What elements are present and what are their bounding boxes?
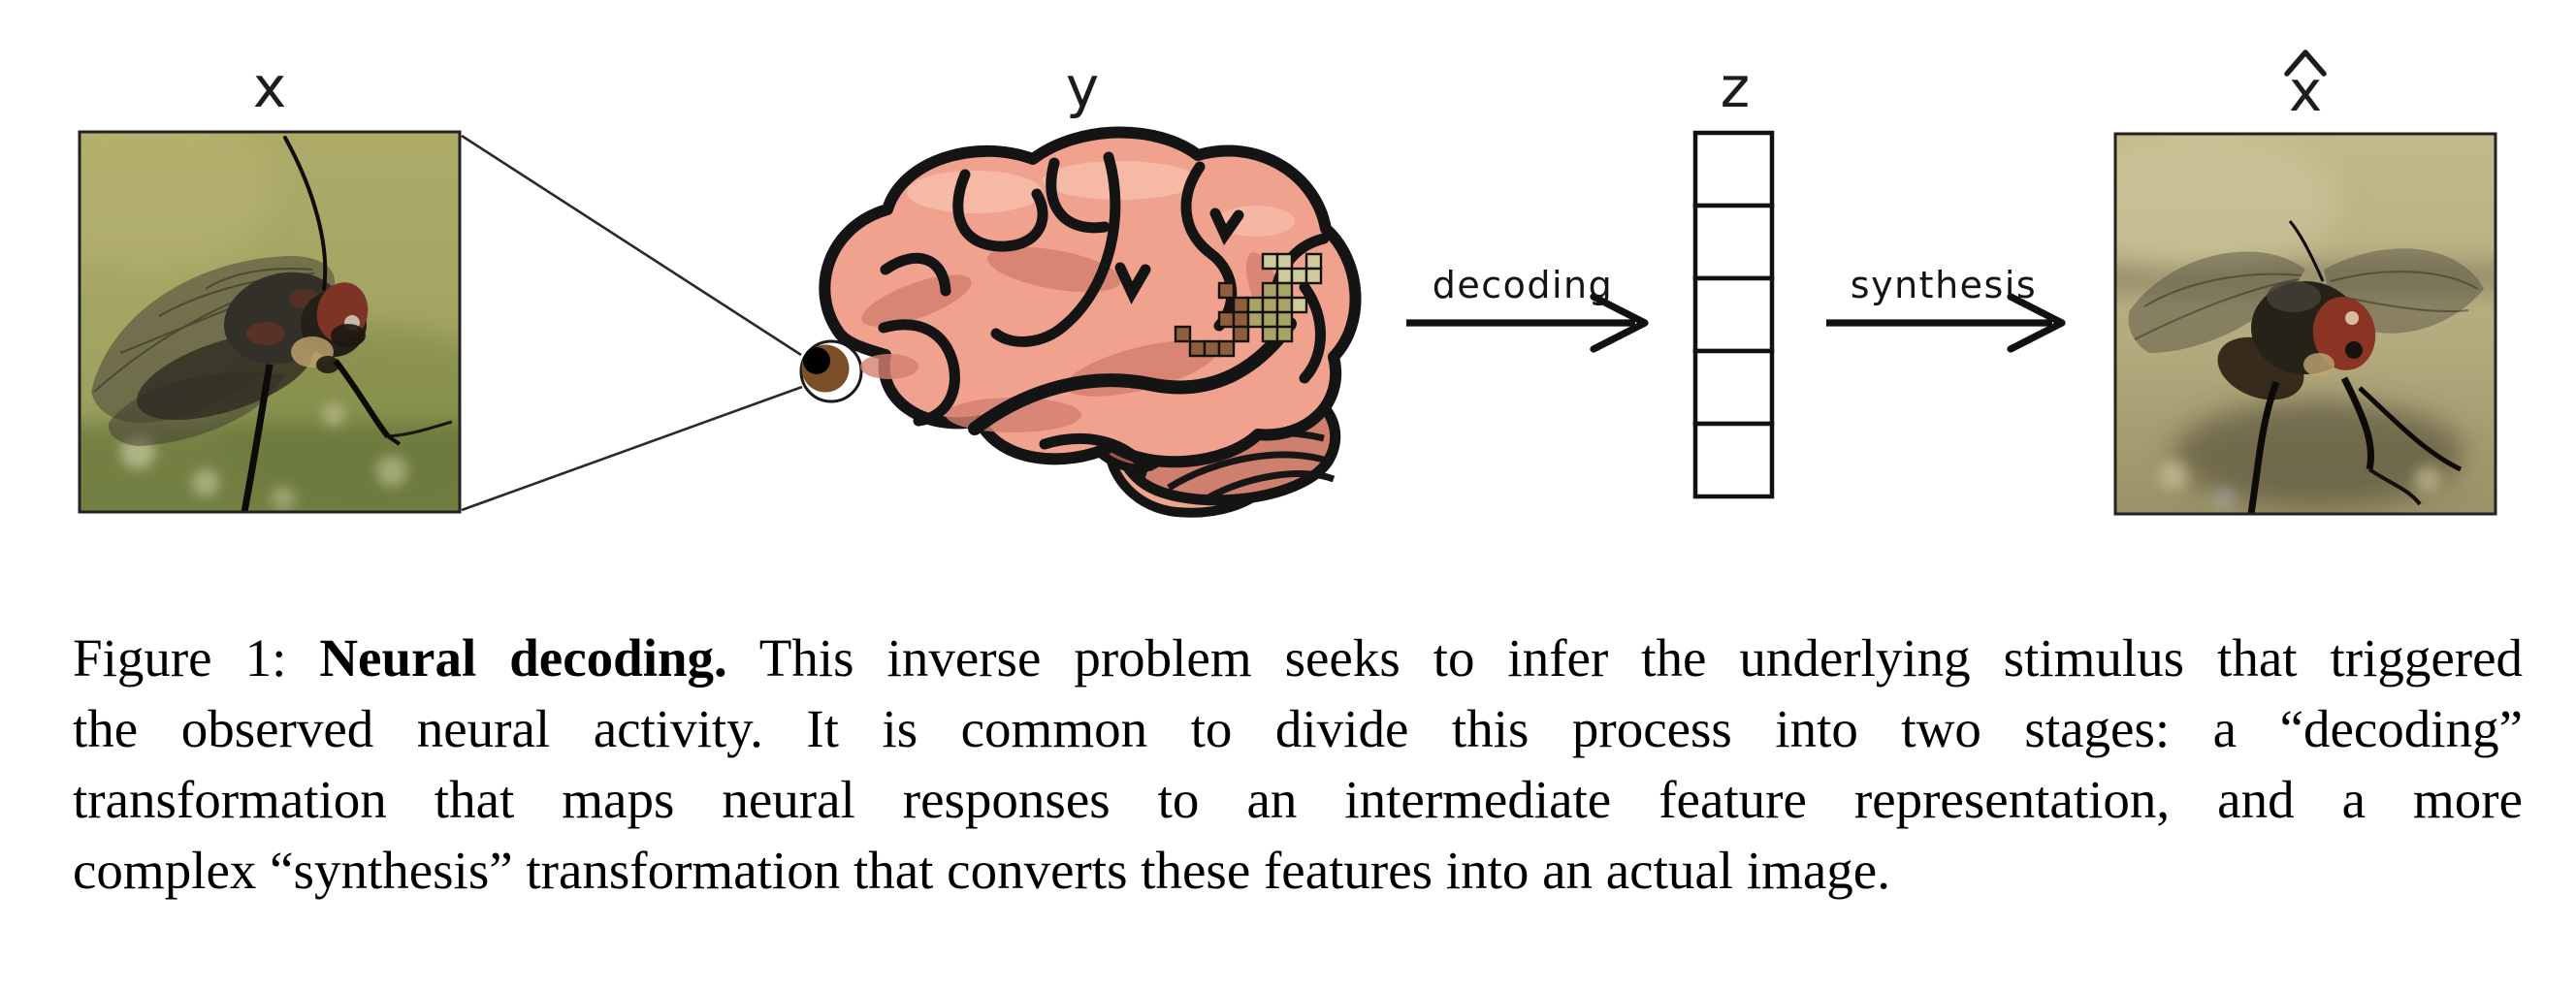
caption-line-2: the observed neural activity. It is comm… [73, 699, 2523, 758]
decoding-arrow-label: decoding [1433, 264, 1614, 306]
svg-text:x: x [2289, 58, 2322, 124]
caption-bold-title: Neural decoding. [319, 628, 727, 687]
stimulus-photo-frame [78, 130, 462, 514]
neural-label: y [1066, 54, 1099, 120]
sight-line-bottom [461, 385, 803, 512]
reconstruction-photo-frame [2113, 132, 2497, 516]
figure-diagram: x [78, 49, 2497, 518]
caption-line-4: complex “synthesis” transformation that … [73, 841, 1890, 900]
caption-line-1: Figure 1: Neural decoding. This inverse … [73, 623, 2523, 693]
stimulus-photo-fly [78, 130, 462, 514]
brain-illustration [819, 126, 1362, 518]
stimulus-label: x [253, 54, 286, 120]
synthesis-arrow-label: synthesis [1851, 264, 2037, 306]
decoding-arrow [1406, 293, 1649, 353]
caption-line-3: transformation that maps neural response… [73, 770, 2523, 829]
reconstruction-photo-fly [2113, 132, 2497, 516]
reconstruction-label: x [2284, 49, 2327, 124]
sight-line-top [461, 134, 802, 357]
caption-figure-number: Figure 1: [73, 628, 287, 687]
figure-caption: Figure 1: Neural decoding. This inverse … [73, 623, 2523, 906]
activity-grid [1174, 252, 1323, 358]
synthesis-arrow [1826, 293, 2066, 353]
caption-line-1-text: This inverse problem seeks to infer the … [758, 628, 2523, 687]
latent-vector [1692, 130, 1775, 499]
latent-label: z [1721, 54, 1750, 120]
eyeball-icon [799, 339, 863, 403]
hat-icon [2284, 49, 2327, 77]
